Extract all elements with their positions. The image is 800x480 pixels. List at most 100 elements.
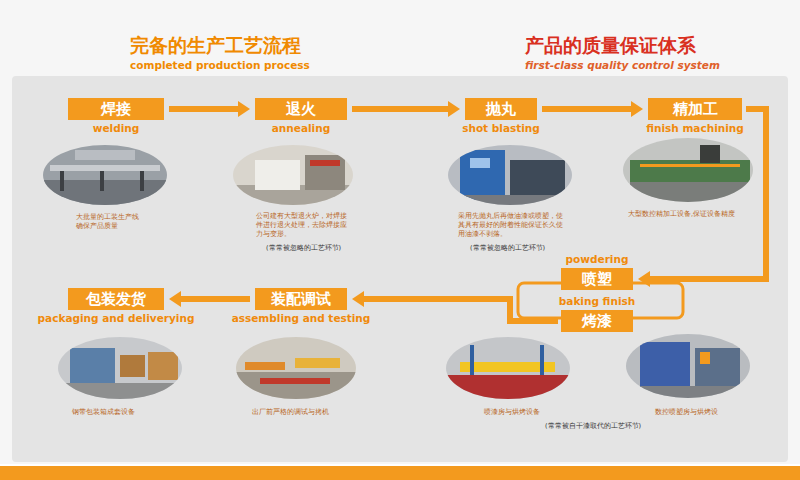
arrow-shaft [542,106,631,112]
panel-part [0,464,800,466]
finish-machining-photo-part [640,164,740,167]
flow-arrow [638,109,766,287]
arrow-head [448,101,460,117]
process-box: 抛丸shot blasting [465,98,537,120]
assembling-photo-part [232,335,362,405]
paint-room-photo [444,335,574,405]
process-box: 烤漆baking finish [561,310,633,332]
assembling-photo-part [295,358,340,368]
shot-blasting-photo-part [470,158,490,168]
shot-blasting-photo-part [460,150,505,200]
step-name-en: finish machining [646,123,744,135]
step-name: 装配调试 [255,292,347,307]
panel [0,76,800,480]
paint-room-photo-part [470,345,474,375]
step-name: 烤漆 [561,314,633,329]
panel-part [12,76,788,462]
photo-caption: (常常被自干漆取代的工艺环节) [545,422,685,431]
heading-text: first-class quality control system [525,58,785,72]
shot-blasting-photo-part [445,140,575,210]
powder-booth-photo-part [700,352,710,364]
finish-machining-photo [620,135,760,207]
step-name: 焊接 [68,102,164,117]
process-box: 喷塑powdering [561,268,633,290]
process-box: 精加工finish machining [648,98,742,120]
photo-caption: (常常被忽略的工艺环节) [470,244,580,253]
finish-machining-photo-part [630,160,750,182]
heading-text: 产品的质量保证体系 [525,33,785,59]
finish-machining-photo-part [630,182,750,207]
arrow-head [638,271,650,287]
annealing-photo [230,140,360,210]
shot-blasting-photo-part [510,160,565,195]
assembling-photo-part [232,372,362,405]
step-name: 包装发货 [68,292,164,307]
flow-arrow [169,291,250,307]
photo-caption: 数控喷塑房与烘烤设 [655,408,765,417]
welding-photo-part [50,165,160,171]
arrow-head [631,101,643,117]
step-name: 退火 [255,102,347,117]
annealing-photo-part [255,160,300,190]
process-box: 退火annealing [255,98,347,120]
arrow-shaft [364,299,558,321]
assembling-photo-part [260,378,330,384]
photo-caption: 喷漆房与烘烤设备 [484,408,594,417]
welding-photo-part [100,171,104,191]
flow-arrow [542,101,643,117]
powder-booth-photo-part [640,342,690,387]
packaging-photo [55,335,190,405]
process-box: 装配调试assembling and testing [255,288,347,310]
powder-booth-photo-part [624,332,754,402]
welding-photo [40,140,170,210]
arrow-shaft [181,296,250,302]
welding-photo-part [40,180,170,210]
paint-room-photo-part [444,375,574,405]
finish-machining-photo-part [700,145,720,163]
packaging-photo-part [120,355,145,377]
step-name-en: powdering [566,254,629,266]
powder-booth-photo-part [695,348,740,386]
step-name: 抛丸 [465,102,537,117]
step-name-en: annealing [272,123,330,135]
paint-room-photo-part [540,345,544,375]
arrow-shaft [650,109,766,279]
annealing-photo-part [310,160,340,166]
photo-caption: 钢带包装箱成套设备 [72,408,182,417]
shot-blasting-photo [445,140,575,210]
powder-booth-photo [624,332,754,402]
packaging-photo-part [148,352,178,380]
photo-caption: 公司建有大型退火炉，对焊接件进行退火处理，去除焊接应力与变形。 [256,212,348,238]
flow-arrow [352,101,460,117]
process-box: 焊接welding [68,98,164,120]
step-name-en: baking finish [559,296,635,308]
step-name-en: shot blasting [462,123,540,135]
paint-room-photo-part [444,335,574,405]
assembling-photo [232,335,362,405]
packaging-photo-part [55,335,190,405]
heading-text: completed production process [130,58,350,72]
step-name-en: welding [93,123,140,135]
arrow-shaft [169,106,238,112]
step-name-en: packaging and deliverying [38,313,195,325]
arrow-head [169,291,181,307]
welding-photo-part [40,140,170,210]
photo-caption: 大批量的工装生产线 确保产品质量 [76,213,140,231]
photo-caption: 出厂前严格的调试与拷机 [252,408,362,417]
welding-photo-part [140,171,144,191]
welding-photo-part [60,171,64,191]
packaging-photo-part [55,383,190,405]
shot-blasting-photo-part [445,195,575,210]
arrow-shaft [352,106,448,112]
step-name: 精加工 [648,102,742,117]
packaging-photo-part [70,348,115,383]
arrow-head [352,291,364,307]
powder-booth-photo-part [624,386,754,402]
flow-arrow [169,101,250,117]
assembling-photo-part [245,362,285,370]
step-name: 喷塑 [561,272,633,287]
annealing-photo-part [230,140,360,210]
process-box: 包装发货packaging and deliverying [68,288,164,310]
welding-photo-part [75,150,135,160]
